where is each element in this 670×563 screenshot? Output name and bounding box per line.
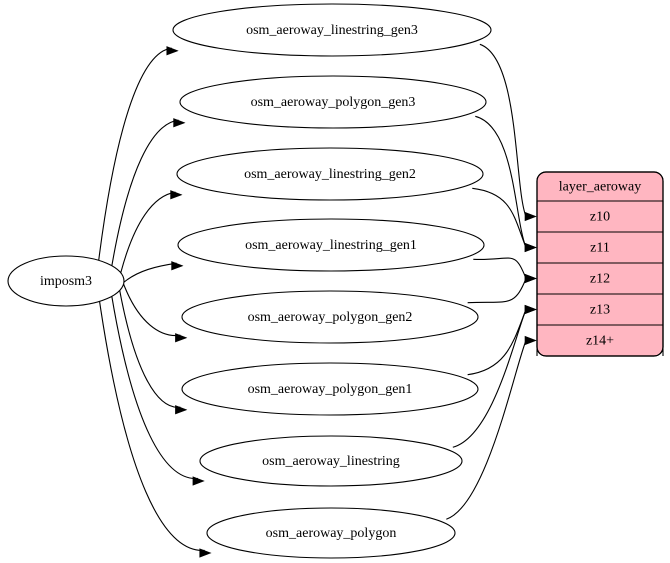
edge-imposm3-to-osm_aeroway_polygon_gen1 [115, 269, 181, 408]
node-osm_aeroway_polygon[interactable]: osm_aeroway_polygon [206, 507, 456, 559]
edge-imposm3-to-osm_aeroway_polygon_gen3 [106, 119, 179, 299]
table-row-label: z14+ [586, 334, 614, 349]
edges-layer [93, 43, 537, 558]
edge-imposm3-to-osm_aeroway_linestring_gen2 [115, 191, 176, 293]
nodes-layer: imposm3 osm_aeroway_linestring_gen3 osm_ae… [7, 3, 492, 559]
node-osm_aeroway_linestring[interactable]: osm_aeroway_linestring [199, 435, 463, 487]
table-node-layer_aeroway[interactable]: layer_aeroway z10 z11 z12 z13 z14+ [536, 171, 664, 357]
edge-arrowhead [524, 273, 537, 284]
node-imposm3[interactable]: imposm3 [7, 255, 125, 307]
node-ellipse-shape [7, 255, 125, 307]
edge-arrowhead [175, 333, 188, 343]
table-row-label: z13 [590, 303, 610, 318]
table-node-layer: layer_aeroway z10 z11 z12 z13 z14+ [536, 171, 664, 357]
node-osm_aeroway_linestring_gen3[interactable]: osm_aeroway_linestring_gen3 [172, 3, 492, 57]
edge-osm_aeroway_linestring_gen1-to-layer_aeroway-row2 [473, 257, 527, 279]
edge-osm_aeroway_linestring-to-layer_aeroway-row3 [452, 309, 527, 448]
node-label: osm_aeroway_linestring_gen1 [245, 238, 417, 253]
node-label: osm_aeroway_polygon [266, 526, 397, 541]
table-row-label: z11 [590, 241, 610, 256]
table-header-label: layer_aeroway [559, 180, 641, 195]
table-row-label: z12 [590, 272, 610, 287]
edge-arrowhead [175, 405, 188, 415]
table-row-label: z10 [590, 210, 610, 225]
node-ellipse-shape [181, 362, 479, 416]
edge-osm_aeroway_polygon-to-layer_aeroway-row4 [446, 340, 527, 520]
edge-arrowhead [199, 548, 212, 558]
edge-arrowhead [524, 242, 537, 253]
edge-osm_aeroway_polygon_gen3-to-layer_aeroway-row1 [475, 115, 527, 248]
node-ellipse-shape [179, 75, 487, 129]
table-outline [536, 171, 664, 357]
node-label: osm_aeroway_polygon_gen3 [251, 95, 416, 110]
edge-osm_aeroway_polygon_gen2-to-layer_aeroway-row2 [467, 278, 527, 304]
node-ellipse-shape [172, 3, 492, 57]
node-label: imposm3 [40, 274, 92, 289]
node-osm_aeroway_linestring_gen2[interactable]: osm_aeroway_linestring_gen2 [176, 147, 484, 201]
edge-arrowhead [524, 211, 537, 222]
node-osm_aeroway_polygon_gen2[interactable]: osm_aeroway_polygon_gen2 [181, 290, 479, 344]
node-osm_aeroway_linestring_gen1[interactable]: osm_aeroway_linestring_gen1 [177, 218, 485, 272]
node-ellipse-shape [206, 507, 456, 559]
edge-imposm3-to-osm_aeroway_linestring [106, 263, 198, 479]
node-label: osm_aeroway_polygon_gen1 [248, 382, 413, 397]
node-osm_aeroway_polygon_gen1[interactable]: osm_aeroway_polygon_gen1 [181, 362, 479, 416]
node-osm_aeroway_polygon_gen3[interactable]: osm_aeroway_polygon_gen3 [179, 75, 487, 129]
node-label: osm_aeroway_linestring_gen2 [244, 167, 416, 182]
node-ellipse-shape [177, 218, 485, 272]
edge-arrowhead [173, 118, 186, 128]
edge-arrowhead [171, 261, 184, 271]
table-node-body [536, 171, 664, 357]
node-ellipse-shape [199, 435, 463, 487]
edge-imposm3-to-osm_aeroway_linestring_gen3 [93, 47, 172, 304]
edge-imposm3-to-osm_aeroway_polygon [93, 258, 205, 551]
edge-imposm3-to-osm_aeroway_linestring_gen1 [120, 262, 177, 286]
node-ellipse-shape [176, 147, 484, 201]
node-ellipse-shape [181, 290, 479, 344]
node-label: osm_aeroway_linestring [262, 454, 400, 469]
edge-imposm3-to-osm_aeroway_polygon_gen2 [120, 277, 181, 337]
edge-arrowhead [192, 476, 205, 486]
edge-arrowhead [170, 190, 183, 200]
edge-osm_aeroway_linestring_gen3-to-layer_aeroway-row0 [479, 43, 527, 217]
edge-arrowhead [166, 46, 179, 56]
edge-arrowhead [524, 304, 537, 315]
node-label: osm_aeroway_polygon_gen2 [248, 310, 413, 325]
edge-arrowhead [524, 335, 537, 346]
node-label: osm_aeroway_linestring_gen3 [246, 23, 418, 38]
edge-osm_aeroway_linestring_gen2-to-layer_aeroway-row1 [472, 187, 527, 248]
